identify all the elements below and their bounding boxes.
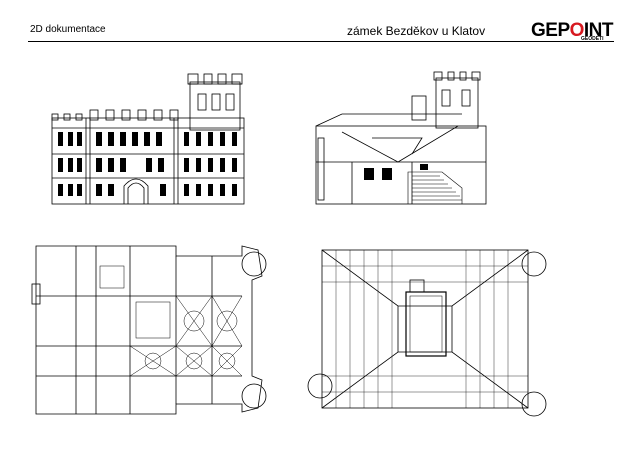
section-label: 2D dokumentace (30, 24, 106, 35)
roof-plan-drawing (307, 249, 547, 417)
logo-text-post: INT (583, 20, 614, 41)
company-logo: GEPOINT GEODETI (531, 20, 614, 44)
front-elevation-drawing (51, 73, 245, 205)
page-title: zámek Bezděkov u Klatov (347, 24, 486, 38)
header-divider (28, 41, 614, 42)
logo-o-mark: O (569, 20, 585, 41)
cross-section-drawing (315, 71, 487, 205)
logo-subtext: GEODETI (581, 36, 604, 42)
ground-floor-plan-drawing (31, 245, 267, 415)
logo-text-pre: GEP (531, 20, 570, 41)
